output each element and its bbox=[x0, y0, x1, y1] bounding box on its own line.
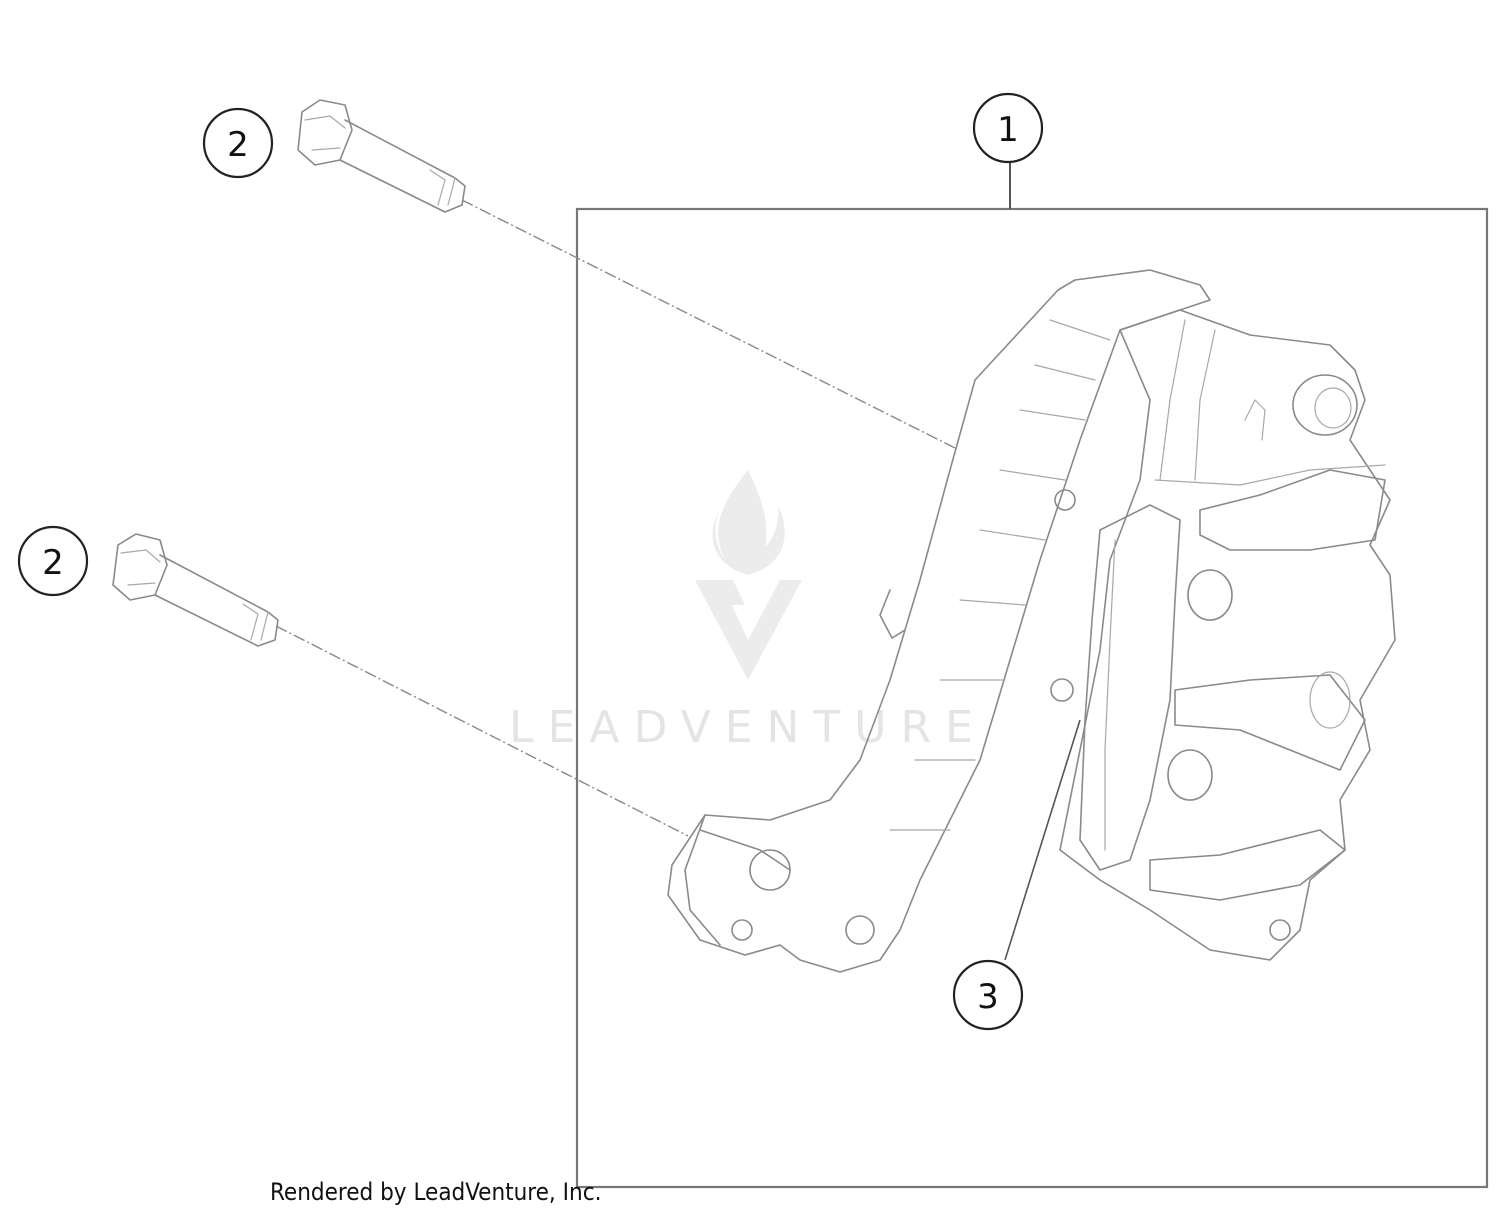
render-credit: Rendered by LeadVenture, Inc. bbox=[270, 1178, 602, 1206]
callout-2-upper: 2 bbox=[202, 107, 274, 179]
kit-frame bbox=[575, 207, 1489, 1189]
bolt-upper bbox=[297, 99, 466, 213]
bolt-lower-guide-line bbox=[275, 625, 689, 837]
callout-3: 3 bbox=[952, 959, 1024, 1031]
flame-v-logo-icon bbox=[695, 470, 802, 680]
bolt-upper-guide-line bbox=[461, 199, 956, 449]
callout-1: 1 bbox=[972, 92, 1044, 164]
callout-3-leader bbox=[1004, 719, 1081, 961]
callout-2-upper-label: 2 bbox=[227, 125, 249, 165]
brake-caliper-assembly bbox=[667, 269, 1396, 973]
bolt-lower bbox=[112, 533, 279, 647]
watermark-brand-text: LEADVENTURE bbox=[509, 702, 987, 753]
watermark: LEADVENTURE bbox=[509, 470, 987, 753]
callout-2-lower: 2 bbox=[17, 525, 89, 597]
callout-3-label: 3 bbox=[977, 977, 999, 1017]
callout-2-lower-label: 2 bbox=[42, 543, 64, 583]
callout-1-label: 1 bbox=[997, 110, 1019, 150]
